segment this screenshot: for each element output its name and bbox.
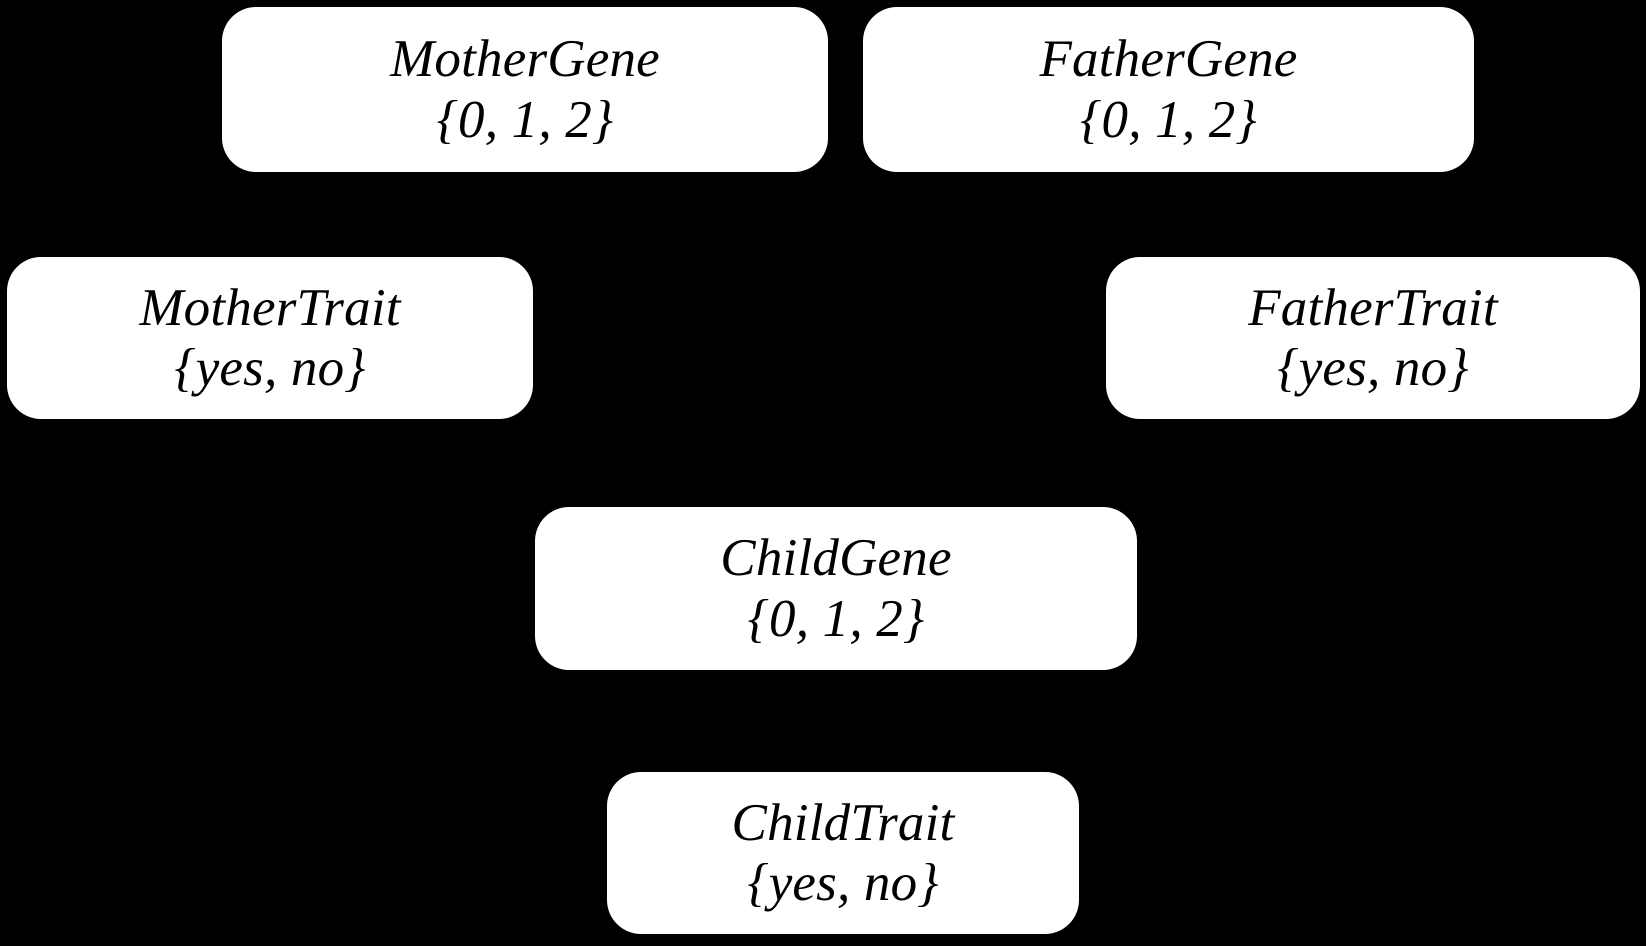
node-child-trait-label: ChildTrait [731, 793, 955, 852]
node-mother-gene[interactable]: MotherGene {0, 1, 2} [222, 7, 828, 172]
edge-father-gene-to-child-gene [928, 170, 1102, 508]
node-child-gene-domain: {0, 1, 2} [747, 589, 925, 648]
edge-child-gene-to-child-trait [834, 669, 845, 773]
node-mother-trait-label: MotherTrait [139, 278, 401, 337]
node-father-trait-label: FatherTrait [1248, 278, 1498, 337]
node-child-gene-label: ChildGene [720, 529, 952, 588]
node-mother-gene-domain: {0, 1, 2} [436, 90, 614, 149]
node-father-gene-domain: {0, 1, 2} [1080, 90, 1257, 149]
edge-mother-gene-to-child-gene [558, 171, 742, 508]
node-father-gene[interactable]: FatherGene {0, 1, 2} [863, 7, 1474, 172]
node-mother-trait[interactable]: MotherTrait {yes, no} [7, 257, 533, 419]
edge-mother-gene-to-mother-trait [269, 170, 401, 259]
node-mother-gene-label: MotherGene [390, 30, 660, 89]
node-child-trait-domain: {yes, no} [747, 854, 939, 912]
node-child-trait[interactable]: ChildTrait {yes, no} [607, 772, 1079, 934]
node-father-gene-label: FatherGene [1039, 30, 1298, 89]
node-father-trait-domain: {yes, no} [1277, 339, 1469, 397]
node-mother-trait-domain: {yes, no} [174, 339, 366, 397]
edge-father-gene-to-father-trait [1219, 169, 1331, 259]
node-child-gene[interactable]: ChildGene {0, 1, 2} [535, 507, 1137, 670]
node-father-trait[interactable]: FatherTrait {yes, no} [1106, 257, 1640, 419]
